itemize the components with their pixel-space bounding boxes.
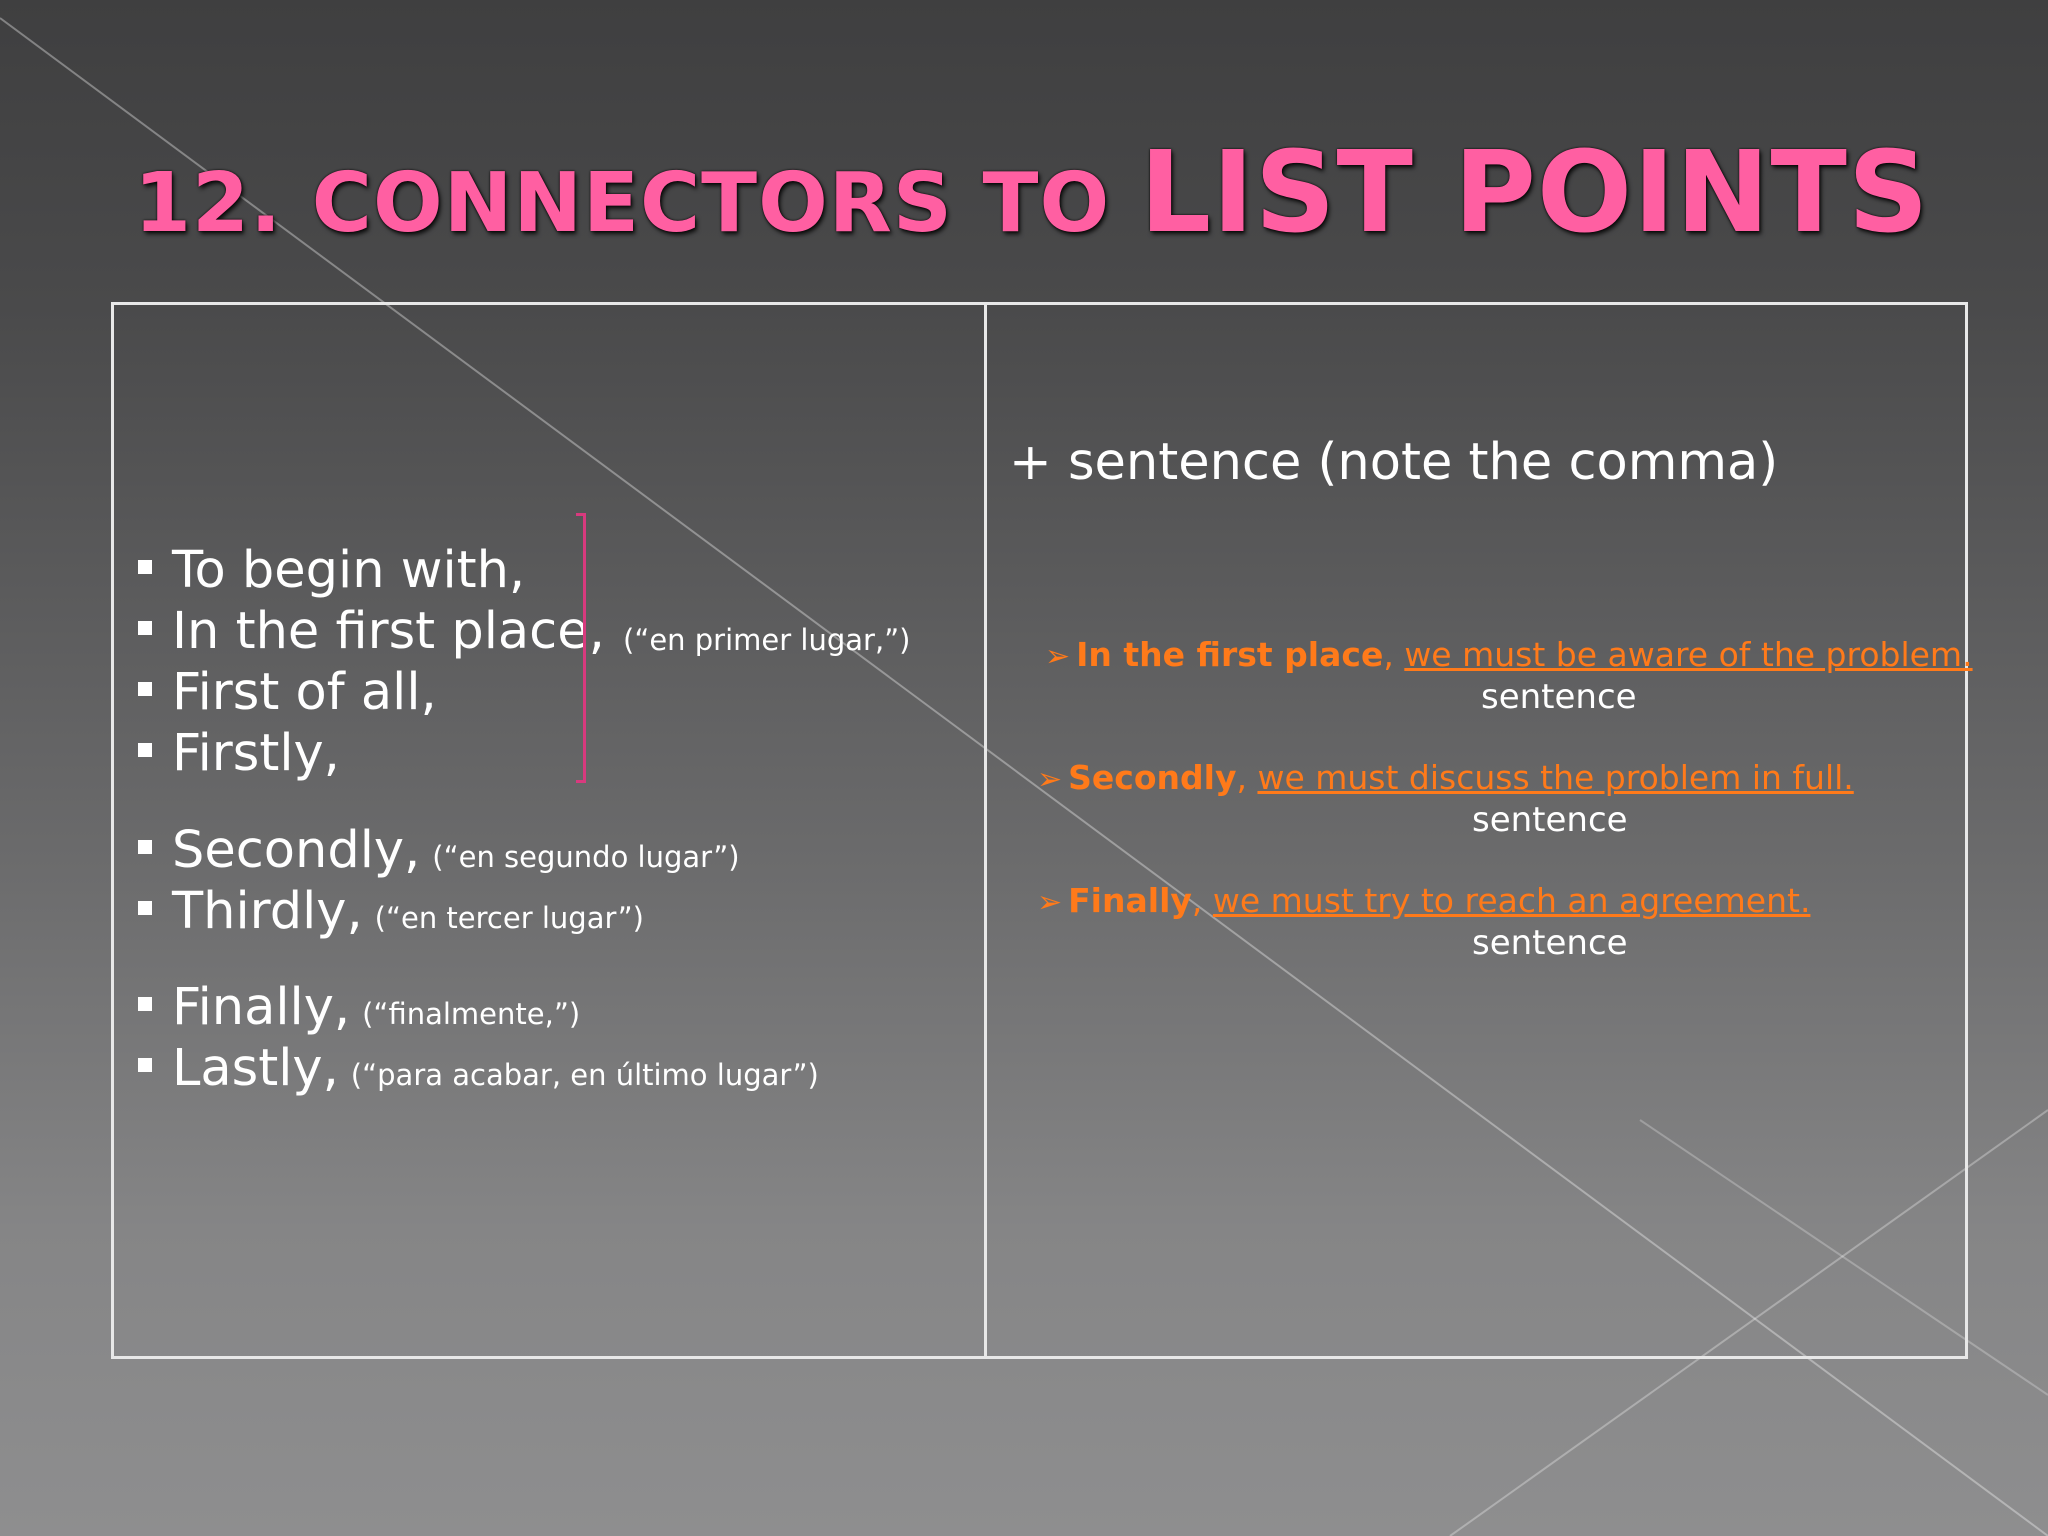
example-sentence: ➢Finally, we must try to reach an agreem… [1037,881,1811,920]
structure-heading: + sentence (note the comma) [1009,433,1779,492]
sentence-caption: sentence [1481,677,1637,717]
square-bullet-icon [138,901,152,915]
arrow-bullet-icon: ➢ [1037,762,1063,797]
example-sentence: ➢Secondly, we must discuss the problem i… [1037,758,1854,797]
list-item: In the first place, [138,606,605,657]
group-translation: (“en primer lugar,”) [623,623,911,657]
list-item: First of all, [138,667,437,718]
list-item: Secondly,(“en segundo lugar”) [138,825,740,876]
title-part-1: 12. CONNECTORS TO [134,156,1140,251]
list-item: Lastly,(“para acabar, en último lugar”) [138,1043,819,1094]
connectors-column: To begin with, In the first place, First… [114,305,984,1356]
square-bullet-icon [138,1058,152,1072]
examples-column: + sentence (note the comma) ➢In the firs… [987,305,1973,1356]
group-bracket [576,513,586,783]
list-item: Firstly, [138,728,340,779]
example-sentence: ➢In the first place, we must be aware of… [1045,635,1973,674]
list-item: To begin with, [138,545,525,596]
square-bullet-icon [138,743,152,757]
square-bullet-icon [138,560,152,574]
list-item: Thirdly,(“en tercer lugar”) [138,886,644,937]
column-divider [984,305,987,1356]
sentence-caption: sentence [1472,923,1628,963]
arrow-bullet-icon: ➢ [1037,885,1063,920]
arrow-bullet-icon: ➢ [1045,639,1071,674]
sentence-caption: sentence [1472,800,1628,840]
content-table: To begin with, In the first place, First… [111,302,1973,1359]
page-title: 12. CONNECTORS TO LIST POINTS [134,128,1930,258]
square-bullet-icon [138,840,152,854]
title-part-2: LIST POINTS [1139,128,1930,258]
square-bullet-icon [138,682,152,696]
square-bullet-icon [138,621,152,635]
list-item: Finally,(“finalmente,”) [138,982,580,1033]
square-bullet-icon [138,997,152,1011]
